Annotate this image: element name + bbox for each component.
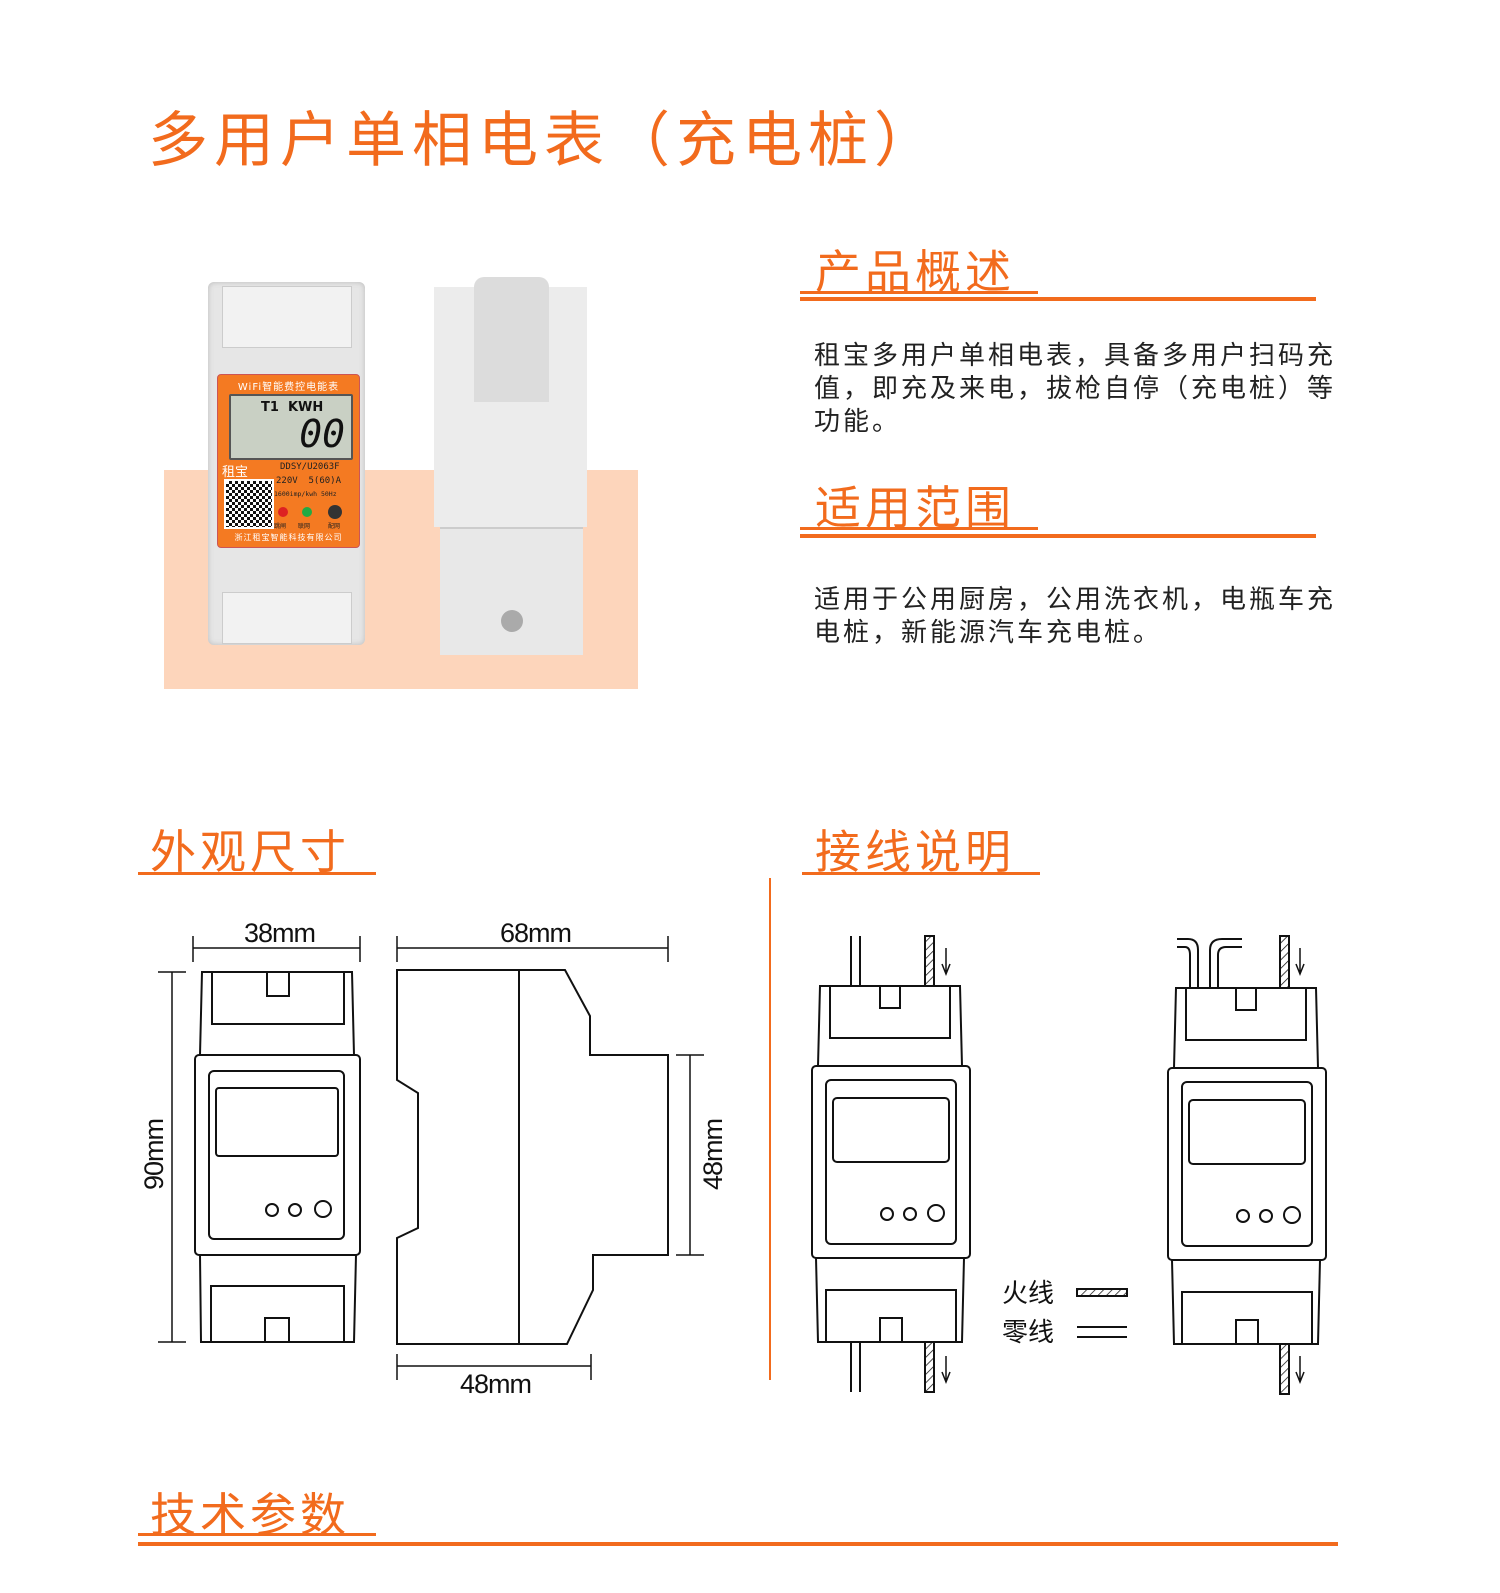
overview-heading: 产品概述 (815, 245, 1015, 299)
depth-label: 68mm (500, 918, 571, 948)
rating: 220V 5(60)A (276, 476, 342, 486)
step-height-label: 48mm (698, 1119, 728, 1190)
side-screw-hole (501, 610, 523, 632)
scope-heading: 适用范围 (815, 481, 1015, 535)
meter-faceplate: WiFi智能费控电能表 T1 KWH 00 租宝 DDSY/U2063F 220… (217, 374, 360, 548)
terminal-cover-bottom (222, 592, 352, 644)
lcd-screen: T1 KWH 00 (229, 394, 353, 460)
width-label: 38mm (244, 918, 315, 948)
specs-underline-short (138, 1533, 376, 1536)
qr-code (224, 479, 274, 529)
wiring-meter-left (811, 935, 971, 1393)
meter-side (434, 277, 587, 655)
wiring-underline (802, 872, 1040, 875)
lcd-units: T1 KWH (261, 400, 324, 415)
led-red (278, 507, 288, 517)
live-wire-symbol (1076, 1288, 1128, 1297)
scope-underline-short (800, 527, 1038, 530)
specs-underline (138, 1542, 1338, 1546)
wiring-meter-right (1167, 935, 1327, 1395)
led-green (302, 507, 312, 517)
wiring-heading: 接线说明 (815, 825, 1015, 879)
section-divider (769, 878, 771, 1380)
height-label: 90mm (139, 1119, 169, 1190)
meter-constant: 1600imp/kwh 50Hz (274, 490, 337, 498)
led-label-pair: 配网 (328, 523, 341, 530)
live-wire-label: 火线 (1002, 1278, 1054, 1308)
terminal-cover-top (222, 286, 352, 348)
side-view-drawing (396, 969, 669, 1345)
overview-underline (800, 297, 1316, 301)
dimensions-heading: 外观尺寸 (150, 825, 350, 879)
led-label-online: 联网 (298, 523, 311, 530)
side-body-lower (440, 527, 583, 655)
page-title: 多用户单相电表（充电桩） (148, 106, 940, 176)
side-din-clip (474, 277, 549, 402)
pairing-button (328, 505, 342, 519)
wiring-legend: 火线 零线 (1002, 1278, 1128, 1347)
scope-text: 适用于公用厨房，公用洗衣机，电瓶车充电桩，新能源汽车充电桩。 (814, 585, 1337, 648)
bottom-depth-label: 48mm (460, 1369, 531, 1399)
front-view-drawing (194, 971, 361, 1343)
lcd-value: 00 (299, 412, 345, 456)
meter-front: WiFi智能费控电能表 T1 KWH 00 租宝 DDSY/U2063F 220… (208, 282, 365, 645)
neutral-wire-label: 零线 (1002, 1317, 1054, 1347)
dimension-lines (158, 936, 704, 1380)
manufacturer: 浙江租宝智能科技有限公司 (234, 533, 343, 542)
dimensions-underline (138, 872, 376, 875)
scope-underline (800, 534, 1316, 538)
led-label-trip: 跳闸 (274, 523, 287, 530)
overview-underline-short (800, 291, 1038, 294)
panel-title: WiFi智能费控电能表 (237, 382, 340, 393)
product-photo: WiFi智能费控电能表 T1 KWH 00 租宝 DDSY/U2063F 220… (164, 270, 638, 690)
model-number: DDSY/U2063F (280, 462, 340, 472)
overview-text: 租宝多用户单相电表，具备多用户扫码充值，即充及来电，拔枪自停（充电桩）等功能。 (814, 341, 1337, 437)
brand-logo: 租宝 (222, 465, 249, 480)
